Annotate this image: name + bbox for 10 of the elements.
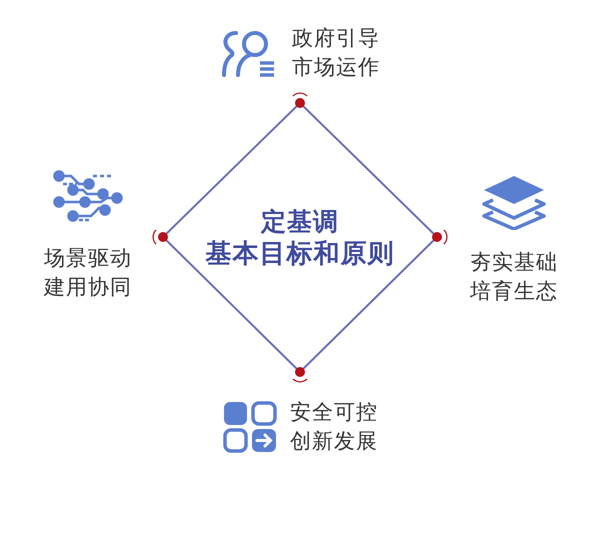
item-label: 场景驱动 xyxy=(44,245,132,272)
item-label: 建用协同 xyxy=(44,274,132,301)
diamond-title: 定基调 xyxy=(261,206,339,238)
item-label: 政府引导 xyxy=(292,25,380,52)
diamond-title: 基本目标和原则 xyxy=(206,238,394,270)
item-label: 市场运作 xyxy=(292,54,380,81)
item-label: 创新发展 xyxy=(290,428,378,455)
item-label: 夯实基础 xyxy=(470,249,558,276)
item-label: 安全可控 xyxy=(290,399,378,426)
item-label: 培育生态 xyxy=(470,278,558,305)
